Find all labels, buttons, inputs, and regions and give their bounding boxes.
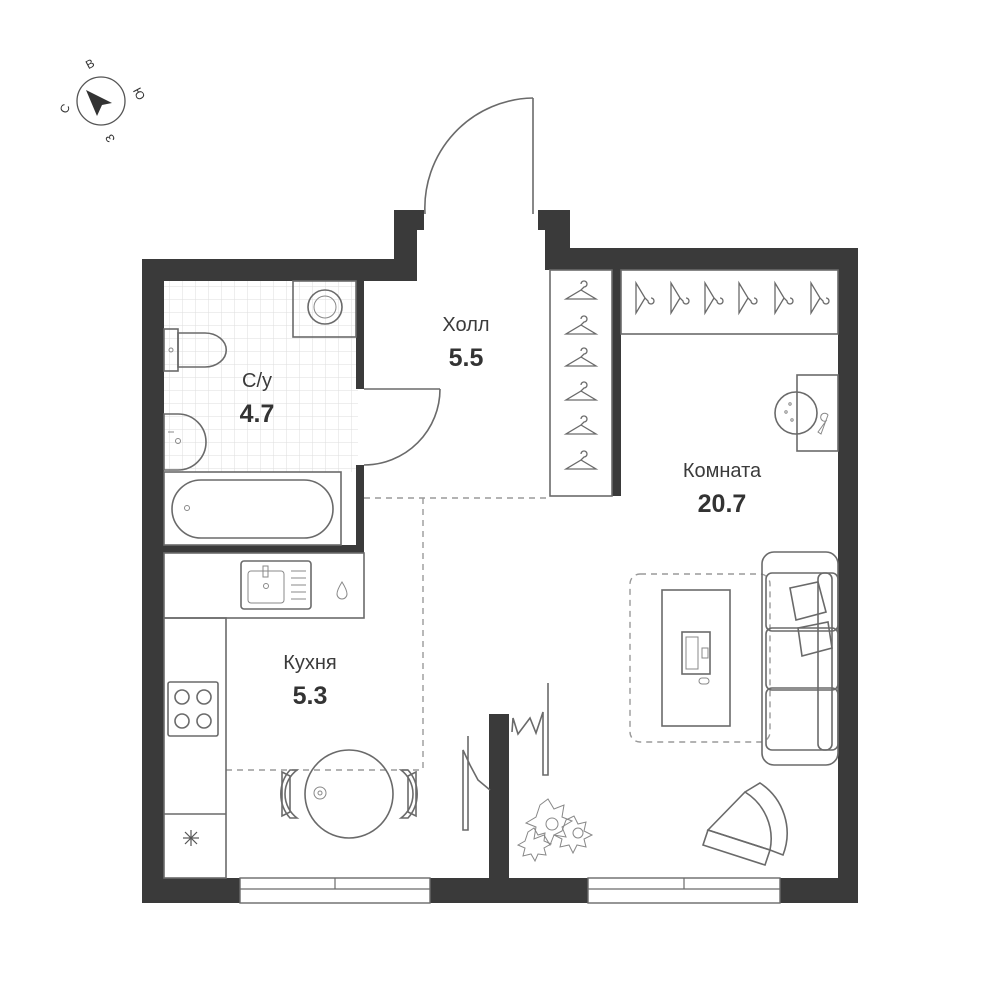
compass-arrow-icon — [86, 90, 112, 116]
bathroom-tile-floor — [163, 281, 358, 472]
wall-bathroom-right — [356, 281, 364, 389]
windows — [239, 877, 781, 904]
stove — [167, 681, 219, 737]
room-labels: Холл 5.5 С/у 4.7 Комната 20.7 Кухня 5.3 — [240, 314, 762, 710]
kitchen-area: 5.3 — [293, 682, 328, 710]
compass-north-label: С — [57, 101, 74, 116]
hanger-icon — [563, 381, 599, 401]
compass: С В Ю З — [57, 56, 148, 145]
wall-entrance-left-cap — [394, 210, 424, 230]
zone-lines — [226, 497, 548, 771]
compass-south-label: Ю — [130, 85, 148, 102]
kitchen-sink — [240, 560, 312, 610]
hanger-icon — [563, 315, 599, 335]
compass-west-label: З — [102, 132, 118, 145]
hanger-icon — [738, 280, 758, 316]
laptop-icon — [681, 631, 711, 675]
wall-top-right — [545, 248, 858, 270]
hanger-icon — [774, 280, 794, 316]
compass-east-label: В — [83, 56, 97, 72]
fridge-snowflake-icon — [183, 830, 199, 846]
armchair — [701, 782, 788, 867]
hall-area: 5.5 — [449, 344, 484, 372]
hanger-icon — [563, 450, 599, 470]
compass-circle — [76, 76, 126, 126]
vanity-table — [774, 374, 839, 452]
room-area: 20.7 — [698, 490, 747, 518]
wall-bathroom-right-lower — [356, 465, 364, 552]
hall-name: Холл — [442, 314, 489, 336]
kitchen-fixtures — [163, 552, 418, 879]
wall-top-left — [142, 259, 417, 281]
hanger-icon — [563, 347, 599, 367]
room-wardrobe — [620, 269, 839, 335]
wall-bathroom-bottom — [164, 545, 364, 553]
bathroom-name: С/у — [242, 370, 272, 392]
dining-table — [280, 749, 418, 839]
hanger-icon — [810, 280, 830, 316]
desk — [661, 589, 731, 727]
wall-right — [838, 248, 858, 903]
hanger-icon — [635, 280, 655, 316]
rug — [629, 573, 771, 743]
room-name: Комната — [683, 460, 762, 482]
hanger-icon — [563, 280, 599, 300]
wall-entrance-right-cap — [538, 210, 570, 230]
room-furniture — [516, 374, 839, 867]
bathtub — [163, 471, 342, 546]
hanger-icon — [670, 280, 690, 316]
wall-left — [142, 259, 164, 903]
sofa — [761, 551, 839, 766]
bathroom-fixtures — [163, 280, 357, 546]
wall-partition — [489, 714, 509, 884]
washing-machine — [292, 280, 357, 338]
bathroom-door — [363, 388, 441, 466]
hall-wardrobe — [549, 269, 613, 497]
toilet — [163, 328, 228, 372]
wall-wardrobe — [612, 268, 621, 496]
bathroom-sink — [163, 413, 207, 471]
divider-glass — [462, 683, 549, 831]
bathroom-area: 4.7 — [240, 400, 275, 428]
water-drop-icon — [336, 581, 348, 600]
entrance-door — [424, 97, 534, 215]
kitchen-name: Кухня — [283, 652, 337, 674]
plant-icon — [516, 798, 594, 863]
hanger-icon — [563, 415, 599, 435]
hanger-icon — [704, 280, 724, 316]
